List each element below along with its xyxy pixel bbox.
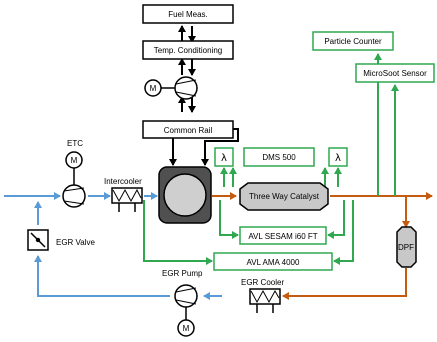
- motor-label: M: [71, 156, 78, 165]
- microsoot-sensor-label: MicroSoot Sensor: [363, 69, 427, 78]
- egr-pump-motor-icon: M: [177, 319, 195, 337]
- dms500-box: [243, 147, 315, 167]
- temp-conditioning-label: Temp. Conditioning: [154, 46, 222, 55]
- lambda-sensor-2-label: λ: [335, 153, 341, 164]
- ama-label: AVL AMA 4000: [247, 258, 300, 267]
- particle-counter-box: [312, 31, 394, 51]
- egr-pump-icon: [174, 284, 198, 308]
- microsoot-sensor-box: [355, 63, 435, 83]
- engine-icon: [158, 166, 212, 224]
- dpf-icon: [396, 226, 417, 268]
- intake-air-lines: [4, 192, 222, 300]
- sesam-label: AVL SESAM i60 FT: [248, 232, 317, 241]
- common-rail-label: Common Rail: [164, 126, 213, 135]
- exhaust-lines: [212, 192, 433, 300]
- lambda-sensor-1-box: [214, 147, 234, 167]
- egr-cooler-label: EGR Cooler: [241, 278, 284, 287]
- intercooler-label: Intercooler: [104, 177, 142, 186]
- fuel-meas-label: Fuel Meas.: [168, 10, 208, 19]
- etc-motor-icon: M: [65, 151, 83, 169]
- fuel-pump-icon: [174, 76, 198, 100]
- common-rail-box: [142, 120, 234, 139]
- egr-valve-icon: [27, 229, 49, 251]
- three-way-catalyst-label: Three Way Catalyst: [249, 192, 320, 201]
- egr-valve-label: EGR Valve: [56, 238, 96, 247]
- fuel-meas-box: [142, 4, 234, 24]
- fuel-pump-motor-icon: M: [144, 79, 162, 97]
- intercooler-icon: [111, 187, 143, 212]
- sesam-box: [239, 226, 327, 245]
- dms500-label: DMS 500: [262, 153, 296, 162]
- motor-label: M: [150, 84, 157, 93]
- motor-label: M: [183, 324, 190, 333]
- temp-conditioning-box: [142, 40, 234, 60]
- three-way-catalyst-icon: [239, 182, 329, 211]
- lambda-sensor-1-label: λ: [221, 153, 227, 164]
- fuel-lines: [169, 25, 239, 166]
- lambda-sensor-2-box: [328, 147, 348, 167]
- particle-counter-label: Particle Counter: [324, 37, 382, 46]
- ama-box: [213, 252, 333, 271]
- dpf-label: DPF: [398, 243, 414, 252]
- egr-pump-label: EGR Pump: [162, 269, 203, 278]
- etc-compressor-icon: [62, 184, 86, 208]
- egr-cooler-icon: [249, 288, 281, 313]
- etc-label: ETC: [67, 139, 83, 148]
